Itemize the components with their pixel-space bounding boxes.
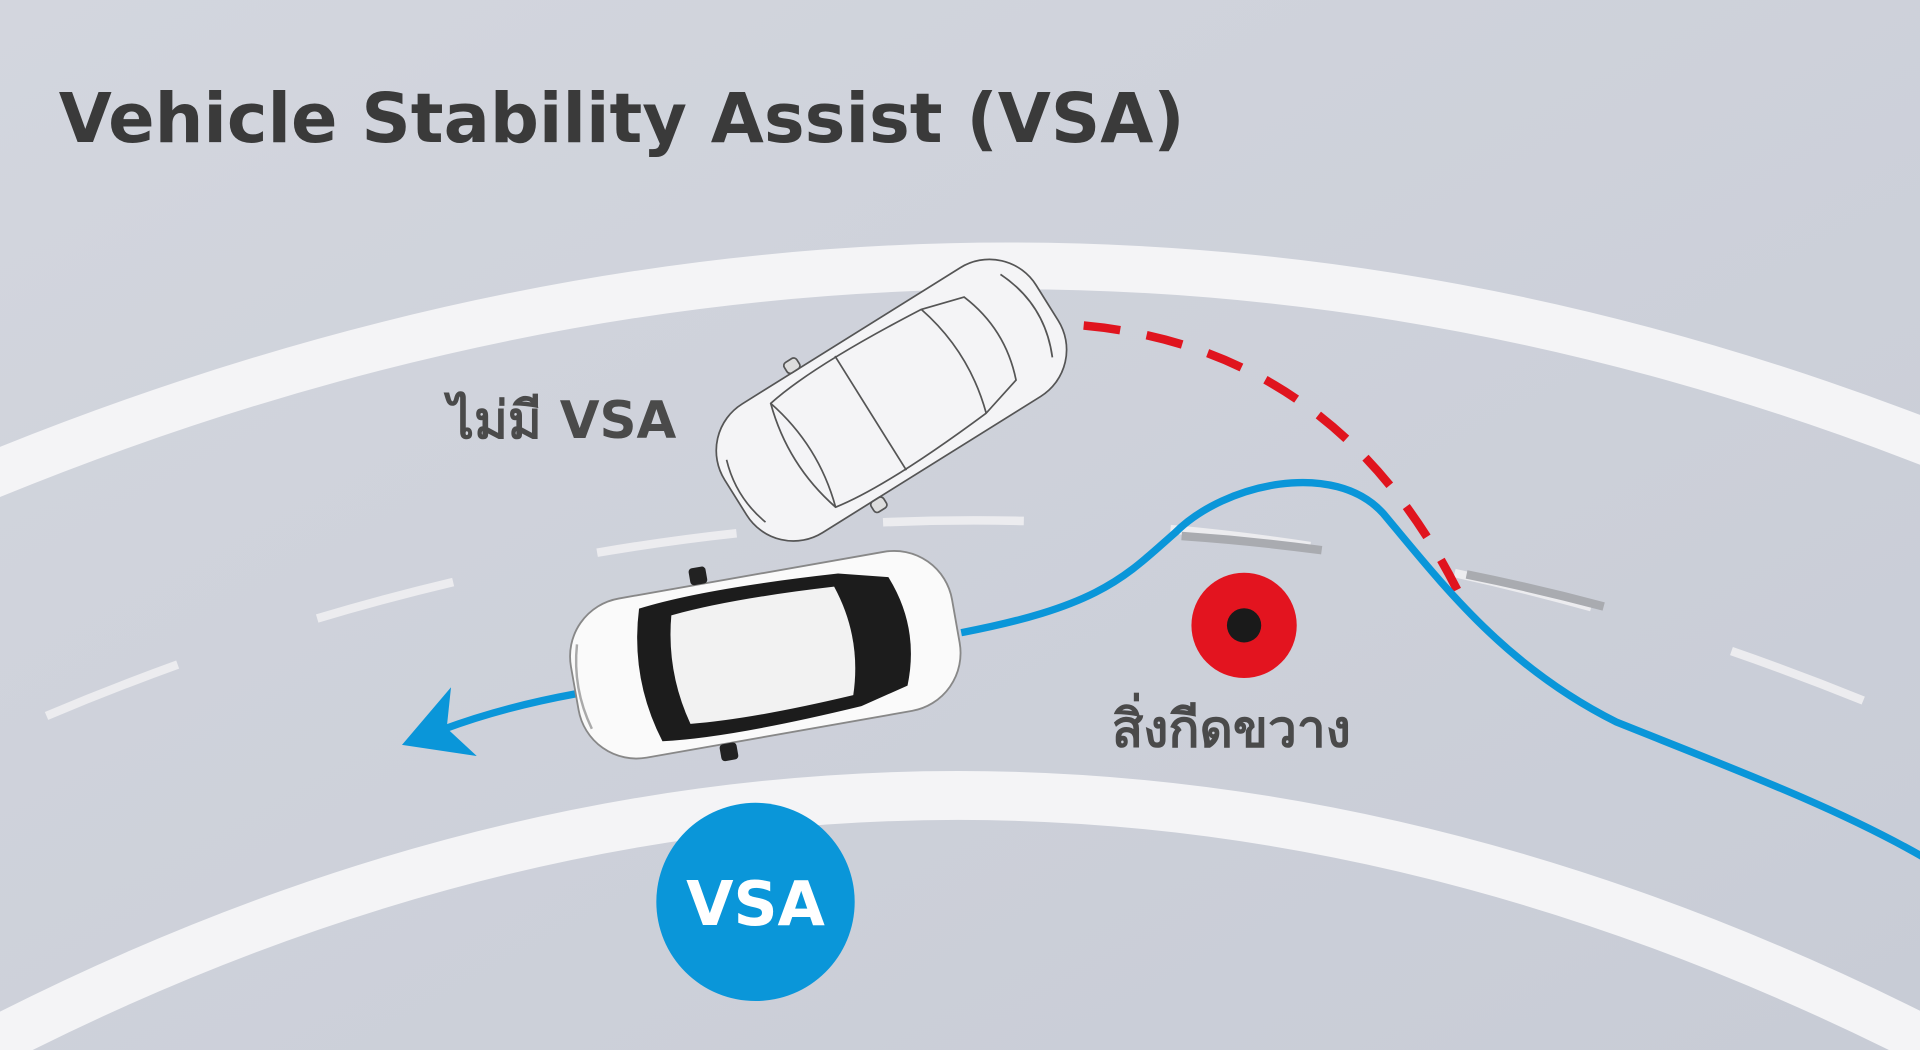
car-with-vsa-icon [569,549,962,762]
vsa-path [960,479,1920,860]
car-without-vsa-icon [715,258,1068,542]
lane-line-shadow [1181,531,1612,613]
label-without-vsa: ไม่มี VSA [443,390,676,451]
vsa-exit-arrow [401,687,577,757]
no-vsa-path [1083,321,1461,592]
vsa-badge: VSA [656,802,855,1002]
vsa-badge-label: VSA [686,869,825,940]
road-edge-inner [0,771,1920,1050]
lane-center-line [44,516,1888,720]
obstacle-icon [1191,572,1297,678]
label-obstacle: สิ่งกีดขวาง [1112,693,1351,760]
page-title: Vehicle Stability Assist (VSA) [59,79,1185,159]
